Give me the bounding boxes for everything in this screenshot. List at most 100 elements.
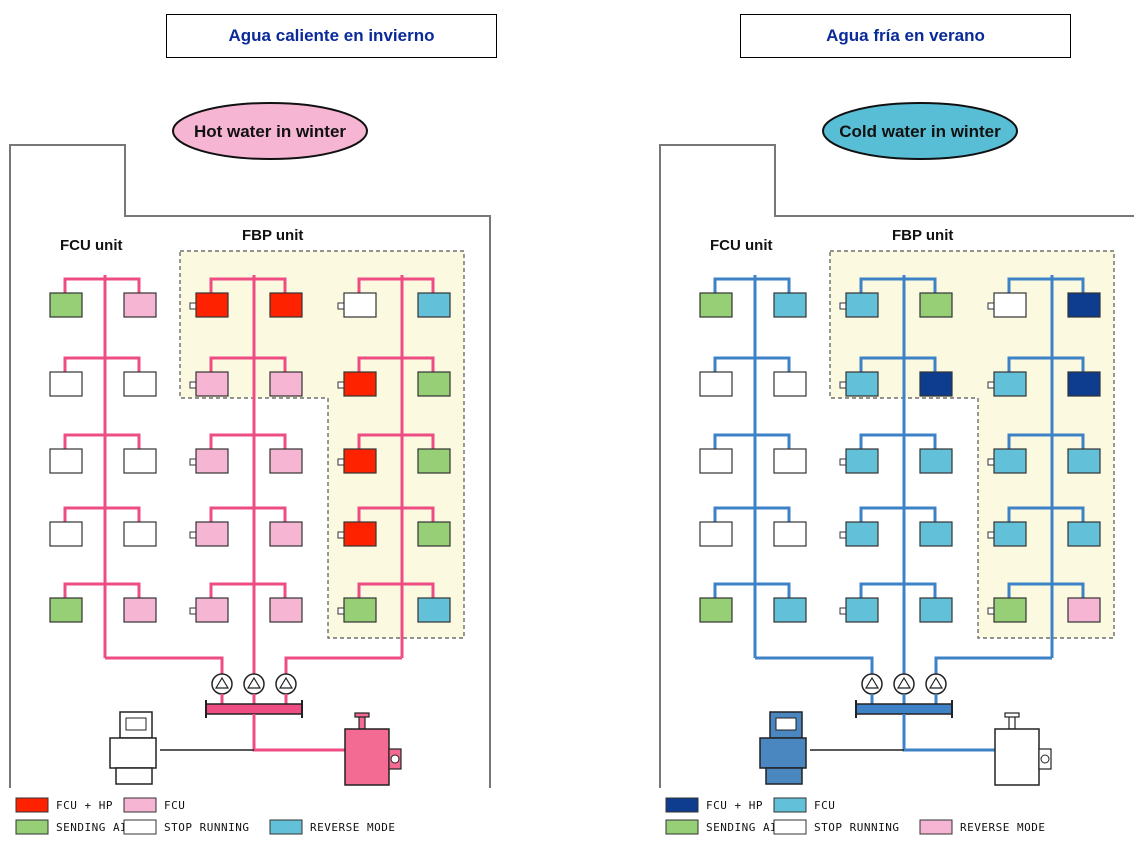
legend-label: SENDING AIR [706,821,784,834]
unit-green [919,292,953,318]
unit-box [417,521,451,547]
branch-pipe [63,506,141,524]
unit-white [337,292,377,318]
unit-red [337,448,377,474]
branch-pipe [713,582,791,600]
unit-white [49,521,83,547]
unit-navy [1067,292,1101,318]
unit-lightblue [839,292,879,318]
unit-box [343,521,377,547]
fbp-zone [179,250,465,639]
unit-box [343,371,377,397]
legend-swatch [15,797,49,813]
pump-arrow [214,676,230,689]
unit-white [699,521,733,547]
unit-box [1067,597,1101,623]
unit-box [699,371,733,397]
unit-box [269,597,303,623]
unit-stub [839,607,847,615]
chiller-icon [109,711,157,785]
branch-pipe [63,433,141,451]
unit-lightblue [417,597,451,623]
unit-box [269,448,303,474]
fbp-unit-label: FBP unit [242,227,303,244]
unit-box [699,521,733,547]
unit-green [699,292,733,318]
branch-pipe [357,506,435,524]
legend-swatch [665,819,699,835]
unit-box [195,521,229,547]
unit-lightblue [839,371,879,397]
mode-bubble [172,102,368,160]
pump-arrow [278,676,294,689]
supply-pipe [252,714,345,752]
unit-stub [189,607,197,615]
unit-stub [337,302,345,310]
branch-pipe [859,356,937,374]
branch-pipe [209,582,287,600]
branch-pipe [209,506,287,524]
unit-navy [1067,371,1101,397]
unit-box [49,371,83,397]
branch-pipe [357,277,435,295]
branch-pipe [357,582,435,600]
legend-swatch [123,819,157,835]
unit-box [699,448,733,474]
unit-stub [839,531,847,539]
branch-pipe [1007,277,1085,295]
unit-box [417,292,451,318]
unit-red [189,292,229,318]
unit-box [699,292,733,318]
unit-stub [189,381,197,389]
unit-lightblue [987,521,1027,547]
unit-white [773,521,807,547]
fcu-unit-label: FCU unit [60,237,122,254]
unit-box [919,371,953,397]
unit-box [845,448,879,474]
unit-white [49,448,83,474]
unit-box [845,371,879,397]
unit-lightblue [987,371,1027,397]
branch-pipe [1007,582,1085,600]
branch-pipe [63,582,141,600]
unit-pink [189,597,229,623]
unit-box [417,448,451,474]
branch-pipe [63,277,141,295]
unit-lightblue [919,448,953,474]
unit-green [49,597,83,623]
boiler-icon [344,712,402,786]
branch-pipe [357,433,435,451]
pump-arrow [246,676,262,689]
boiler-fan [390,754,400,764]
branch-pipe [713,277,791,295]
unit-pink [189,521,229,547]
unit-stub [337,531,345,539]
unit-lightblue [417,292,451,318]
unit-lightblue [839,521,879,547]
legend-swatch [919,819,953,835]
legend-swatch [773,819,807,835]
mode-bubble [822,102,1018,160]
branch-pipe [1007,506,1085,524]
unit-box [993,521,1027,547]
legend-label: FCU + HP [56,799,113,812]
branch-pipe [357,356,435,374]
unit-pink [189,448,229,474]
unit-box [49,597,83,623]
boiler-icon [994,712,1052,786]
unit-box [1067,292,1101,318]
unit-box [343,292,377,318]
unit-white [987,292,1027,318]
unit-box [123,521,157,547]
unit-box [269,371,303,397]
unit-box [1067,371,1101,397]
unit-box [195,292,229,318]
unit-lightblue [1067,521,1101,547]
unit-box [417,371,451,397]
header-pipe [755,656,874,680]
branch-pipe [859,277,937,295]
